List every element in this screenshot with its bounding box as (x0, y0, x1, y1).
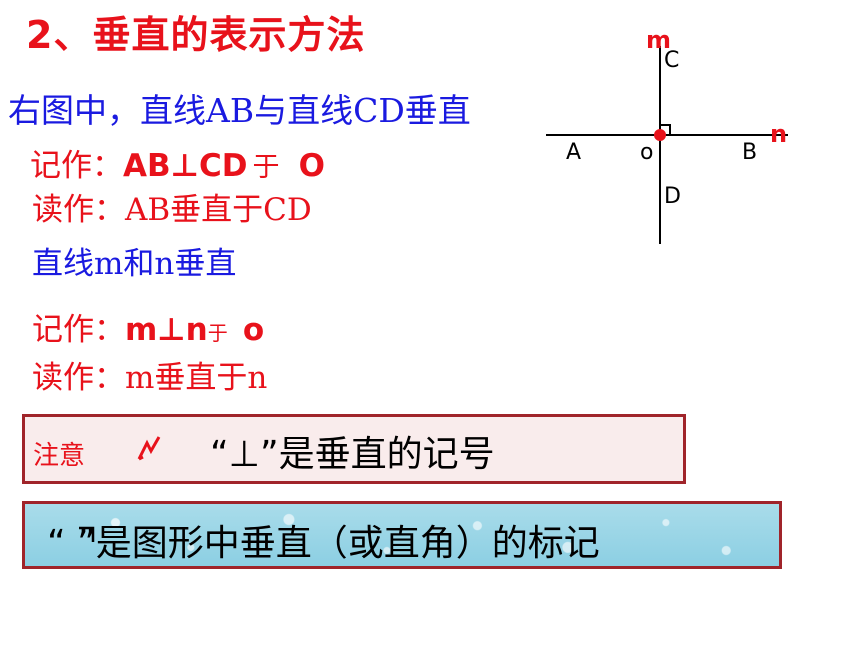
notation-1-label: 记作： (30, 148, 123, 184)
notation-1: 记作：AB⊥CD 于 O (30, 140, 325, 185)
notation-1-point: O (298, 148, 325, 184)
label-c: C (664, 48, 680, 73)
note-label: 注意 (33, 441, 86, 471)
notation-1-yu: 于 (252, 152, 280, 183)
page-title: 2、垂直的表示方法 (26, 13, 366, 57)
right-angle-mark (660, 124, 671, 135)
label-n: n (770, 120, 788, 148)
pen-icon (137, 436, 161, 461)
label-d: D (664, 184, 681, 209)
reading-2: 读作：m垂直于n (32, 360, 268, 396)
perpendicular-lines-diagram: m C n A o B D (540, 26, 800, 256)
intro-text: 右图中，直线AB与直线CD垂直 (8, 91, 471, 130)
right-angle-mark-icon (79, 526, 95, 542)
label-b: B (742, 140, 758, 165)
label-a: A (566, 140, 582, 165)
reading-1: 读作：AB垂直于CD (32, 192, 312, 228)
diagram-lines (546, 46, 788, 244)
perpendicular-symbol-note: “⊥”是垂直的记号 (210, 434, 495, 475)
notation-2-yu: 于 (207, 321, 228, 345)
label-m: m (646, 26, 672, 54)
note-box: 注意 “⊥”是垂直的记号 (22, 414, 686, 484)
notation-2-point: o (242, 312, 265, 348)
intersection-point (654, 129, 666, 141)
notation-1-expr: AB⊥CD (123, 148, 248, 184)
right-angle-mark-box: “ ”是图形中垂直（或直角）的标记 (22, 501, 782, 569)
line-2-text: 直线m和n垂直 (32, 246, 237, 282)
right-angle-mark-text: “ ”是图形中垂直（或直角）的标记 (47, 523, 600, 564)
notation-2-label: 记作： (32, 312, 125, 348)
label-o: o (640, 140, 654, 165)
notation-2-expr: m⊥n (125, 312, 208, 348)
notation-2: 记作：m⊥n于 o (32, 304, 264, 349)
